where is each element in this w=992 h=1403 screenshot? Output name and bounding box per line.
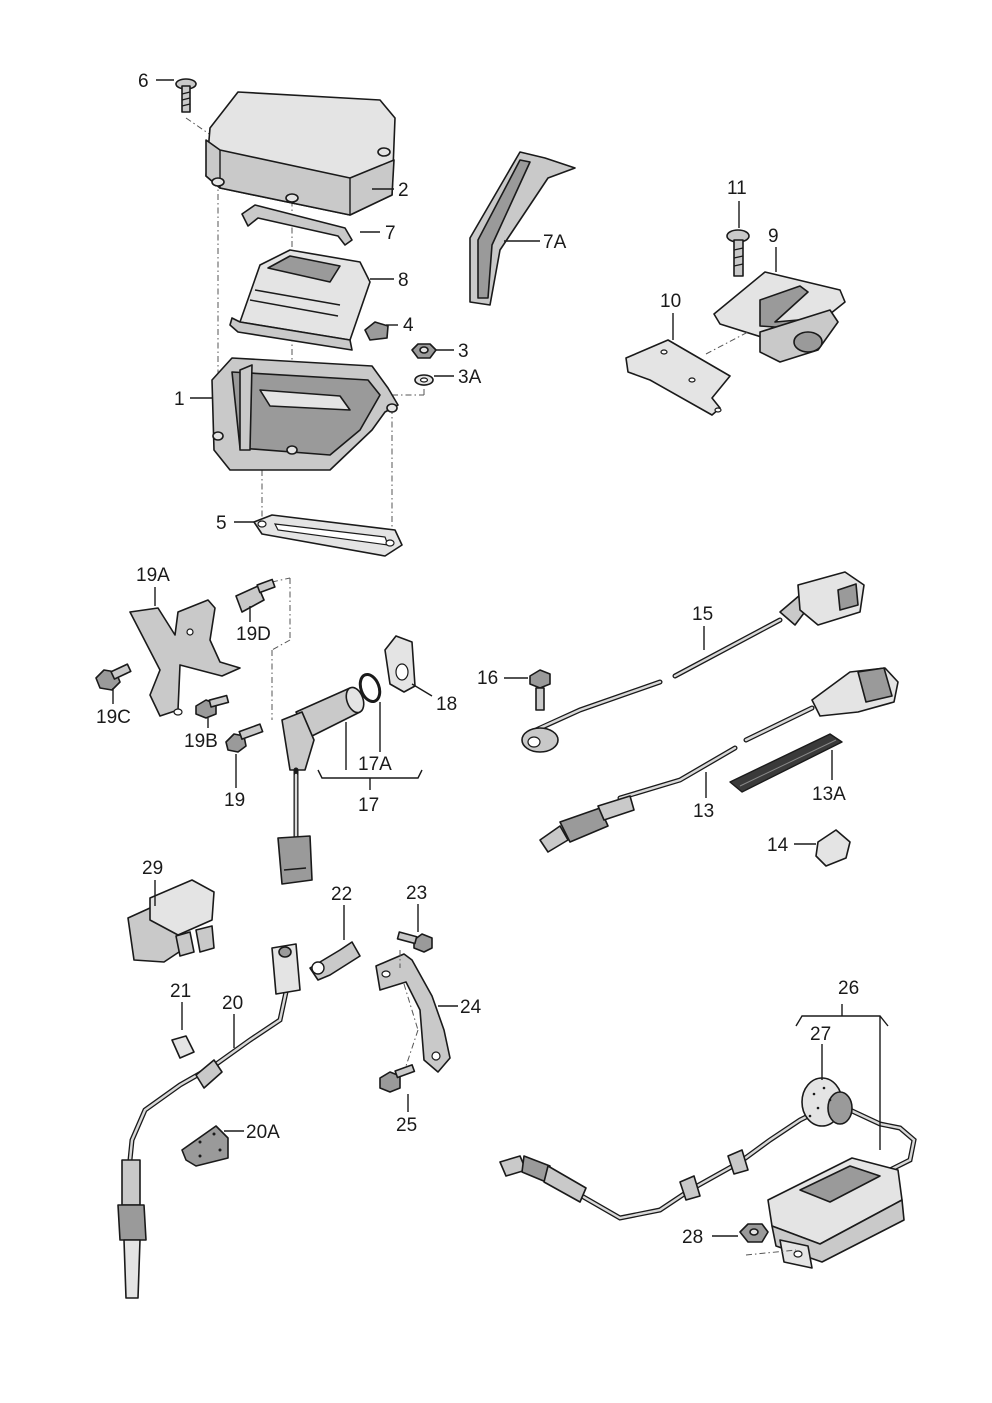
label-8: 8 xyxy=(398,270,409,291)
label-3: 3 xyxy=(458,341,469,362)
stud-19d xyxy=(235,578,276,613)
clip-7 xyxy=(241,204,353,246)
label-19b: 19B xyxy=(184,731,218,752)
lambda-probe-13 xyxy=(539,667,899,853)
label-22: 22 xyxy=(331,884,352,905)
label-7a: 7A xyxy=(543,232,567,253)
label-6: 6 xyxy=(138,71,149,92)
label-2: 2 xyxy=(398,180,409,201)
bolt-19 xyxy=(225,723,264,753)
bracket-10 xyxy=(625,339,731,416)
label-26: 26 xyxy=(838,978,859,999)
bolt-23 xyxy=(396,931,433,953)
label-16: 16 xyxy=(477,668,498,689)
label-5: 5 xyxy=(216,513,227,534)
nut-3 xyxy=(411,343,437,359)
part-labels: 6 2 7 7A 8 4 3 3A 1 5 11 9 10 19A 19D 19… xyxy=(96,71,859,1248)
screw-11 xyxy=(726,229,750,277)
label-29: 29 xyxy=(142,858,163,879)
pressure-sensor-29 xyxy=(127,879,215,963)
label-23: 23 xyxy=(406,883,427,904)
sleeve-13a xyxy=(729,733,843,793)
label-11: 11 xyxy=(727,178,747,199)
housing-1 xyxy=(211,357,399,471)
bracket-7a xyxy=(469,151,576,306)
label-1: 1 xyxy=(174,389,185,410)
bracket-19a xyxy=(129,599,241,717)
label-17a: 17A xyxy=(358,754,392,775)
screw-6 xyxy=(175,78,197,113)
label-17: 17 xyxy=(358,795,379,816)
label-19: 19 xyxy=(224,790,245,811)
label-20: 20 xyxy=(222,993,243,1014)
oring-17a xyxy=(358,672,382,704)
bolt-16 xyxy=(529,669,551,711)
module-bracket-9 xyxy=(713,271,846,363)
knock-sensor-group xyxy=(317,571,899,867)
label-24: 24 xyxy=(460,997,482,1018)
label-19d: 19D xyxy=(236,624,271,645)
gasket-5 xyxy=(253,514,403,557)
bolt-19b xyxy=(195,694,230,719)
sensor-17 xyxy=(277,686,365,885)
control-unit-housing-group xyxy=(175,78,846,557)
label-19a: 19A xyxy=(136,565,170,586)
control-unit-8 xyxy=(229,249,371,351)
label-7: 7 xyxy=(385,223,396,244)
label-14: 14 xyxy=(767,835,789,856)
exhaust-sensor-group xyxy=(117,879,451,1299)
nox-probe-26 xyxy=(499,1149,749,1203)
bolt-19c xyxy=(95,663,132,691)
label-13a: 13A xyxy=(812,784,846,805)
clip-4 xyxy=(364,321,389,341)
label-28: 28 xyxy=(682,1227,703,1248)
grommet-27 xyxy=(801,1077,853,1127)
label-27: 27 xyxy=(810,1024,831,1045)
label-3a: 3A xyxy=(458,367,482,388)
label-4: 4 xyxy=(403,315,414,336)
clip-21 xyxy=(171,1035,195,1059)
sensor-bracket-group xyxy=(95,577,416,885)
nox-sensor-group xyxy=(499,1004,917,1269)
pad-20a xyxy=(181,1125,229,1167)
bolt-25 xyxy=(379,1064,416,1093)
nox-control-unit xyxy=(767,1157,905,1269)
label-13: 13 xyxy=(693,801,714,822)
knock-sensor-15 xyxy=(521,571,865,753)
label-19c: 19C xyxy=(96,707,131,728)
label-10: 10 xyxy=(660,291,681,312)
label-21: 21 xyxy=(170,981,191,1002)
clip-22 xyxy=(309,941,361,981)
label-15: 15 xyxy=(692,604,713,625)
label-9: 9 xyxy=(768,226,779,247)
washer-3a xyxy=(414,374,434,386)
clip-14 xyxy=(815,829,851,867)
cover-2 xyxy=(205,91,396,216)
label-25: 25 xyxy=(396,1115,417,1136)
label-18: 18 xyxy=(436,694,457,715)
seal-18 xyxy=(384,635,416,693)
nut-28 xyxy=(739,1223,769,1243)
leader-lines xyxy=(112,79,881,1237)
bracket-24 xyxy=(375,953,451,1073)
temperature-sensor-20 xyxy=(117,943,301,1299)
label-20a: 20A xyxy=(246,1122,280,1143)
